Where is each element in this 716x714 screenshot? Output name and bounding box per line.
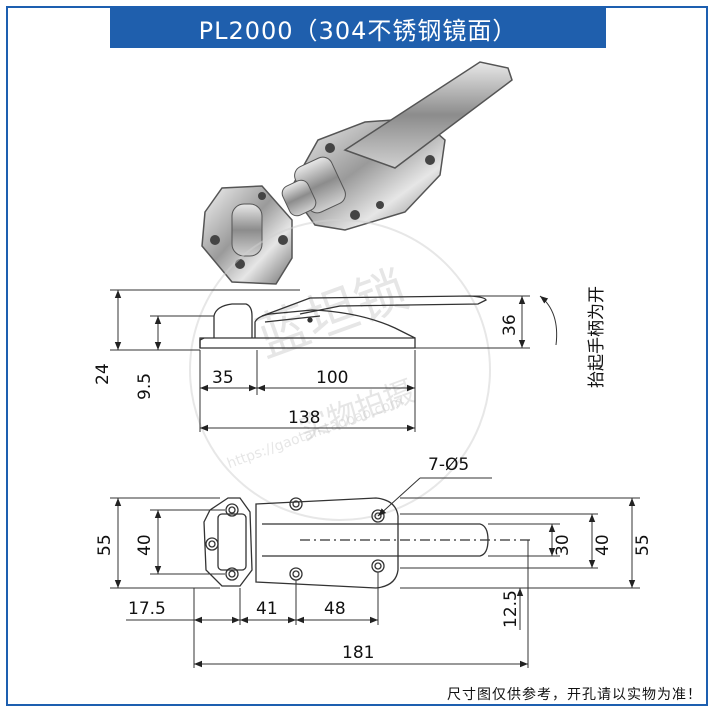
dim-138: 138 xyxy=(288,408,320,428)
dim-left-55: 55 xyxy=(95,534,115,556)
dim-48: 48 xyxy=(324,599,346,619)
dim-17-5: 17.5 xyxy=(128,599,166,619)
top-view-dim-labels: 7-Ø5 55 40 30 40 55 17.5 41 48 12.5 181 xyxy=(95,455,653,663)
dim-35: 35 xyxy=(212,368,234,388)
top-view-drawing xyxy=(203,497,530,589)
dim-36: 36 xyxy=(500,314,520,336)
dim-right-30: 30 xyxy=(553,534,573,556)
dim-right-55: 55 xyxy=(633,534,653,556)
dim-181: 181 xyxy=(342,643,374,663)
dim-right-40: 40 xyxy=(593,534,613,556)
footnote: 尺寸图仅供参考，开孔请以实物为准！ xyxy=(447,687,702,703)
product-photo xyxy=(201,61,513,285)
dim-24: 24 xyxy=(93,363,113,385)
top-view-dims xyxy=(110,477,640,668)
dim-left-40: 40 xyxy=(135,534,155,556)
dim-9-5: 9.5 xyxy=(135,373,155,400)
dim-41: 41 xyxy=(256,599,278,619)
rotation-note: 抬起手柄为开 xyxy=(587,286,607,388)
watermark-url: https://gaotan.taobao.com xyxy=(225,393,406,472)
page-title: PL2000（304不锈钢镜面） xyxy=(198,16,518,45)
title-banner: PL2000（304不锈钢镜面） xyxy=(110,8,606,48)
dim-12-5: 12.5 xyxy=(501,590,521,628)
side-view-dims xyxy=(110,289,558,432)
outer-frame xyxy=(6,6,708,706)
dim-100: 100 xyxy=(316,368,348,388)
hole-callout: 7-Ø5 xyxy=(428,455,469,475)
side-view-dim-labels: 24 9.5 35 100 138 36 抬起手柄为开 xyxy=(93,286,607,428)
